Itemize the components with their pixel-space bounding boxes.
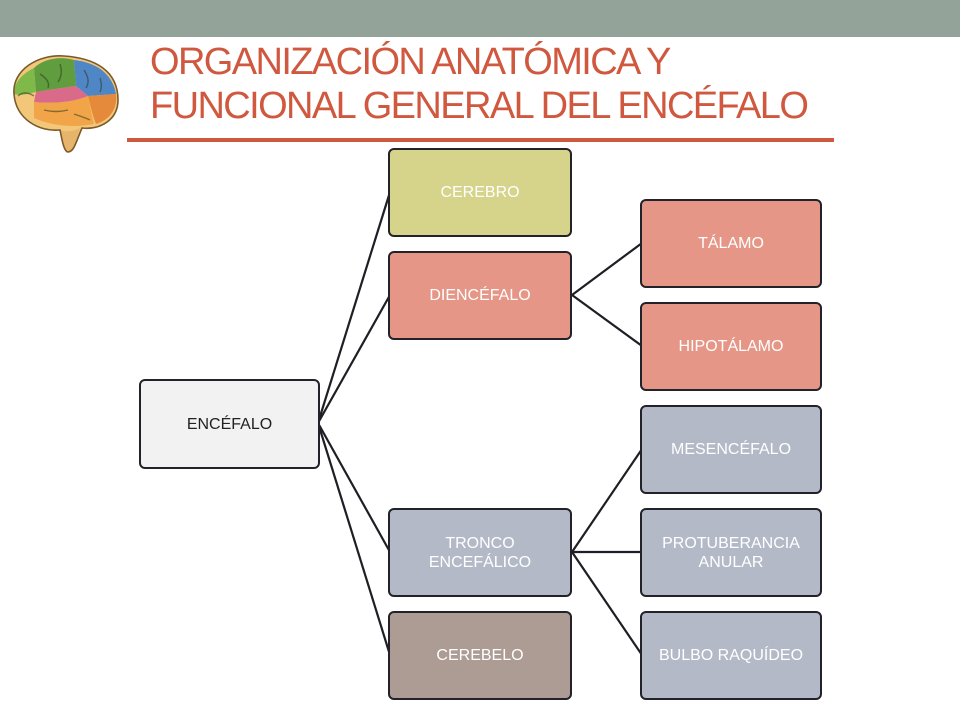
slide-title-line-2: FUNCIONAL GENERAL DEL ENCÉFALO xyxy=(150,85,809,127)
connector-diencefalo-talamo xyxy=(571,242,643,296)
connector-encefalo-cerebelo xyxy=(316,422,392,656)
slide-title-line-1: ORGANIZACIÓN ANATÓMICA Y xyxy=(150,41,671,83)
node-bulbo-raquideo: BULBO RAQUÍDEO xyxy=(640,611,822,700)
node-diencefalo: DIENCÉFALO xyxy=(388,251,572,340)
top-color-band xyxy=(0,0,960,37)
title-underline xyxy=(127,138,834,142)
node-protuberancia-anular: PROTUBERANCIA ANULAR xyxy=(640,508,822,597)
connector-encefalo-diencefalo xyxy=(317,294,391,424)
node-encefalo: ENCÉFALO xyxy=(139,379,320,469)
node-mesencefalo: MESENCÉFALO xyxy=(640,405,822,494)
node-cerebelo: CEREBELO xyxy=(388,611,572,700)
node-talamo: TÁLAMO xyxy=(640,199,822,288)
connector-diencefalo-hipotalamo xyxy=(571,294,643,347)
slide-title: ORGANIZACIÓN ANATÓMICA Y FUNCIONAL GENER… xyxy=(150,40,950,128)
connector-encefalo-cerebro xyxy=(316,191,392,424)
connector-tronco-bulbo xyxy=(571,551,643,656)
node-tronco-encefalico: TRONCO ENCEFÁLICO xyxy=(388,508,572,597)
connector-tronco-mesencefalo xyxy=(571,448,643,553)
node-cerebro: CEREBRO xyxy=(388,148,572,237)
brain-icon xyxy=(13,55,119,153)
connector-encefalo-tronco xyxy=(317,422,391,553)
node-hipotalamo: HIPOTÁLAMO xyxy=(640,302,822,391)
